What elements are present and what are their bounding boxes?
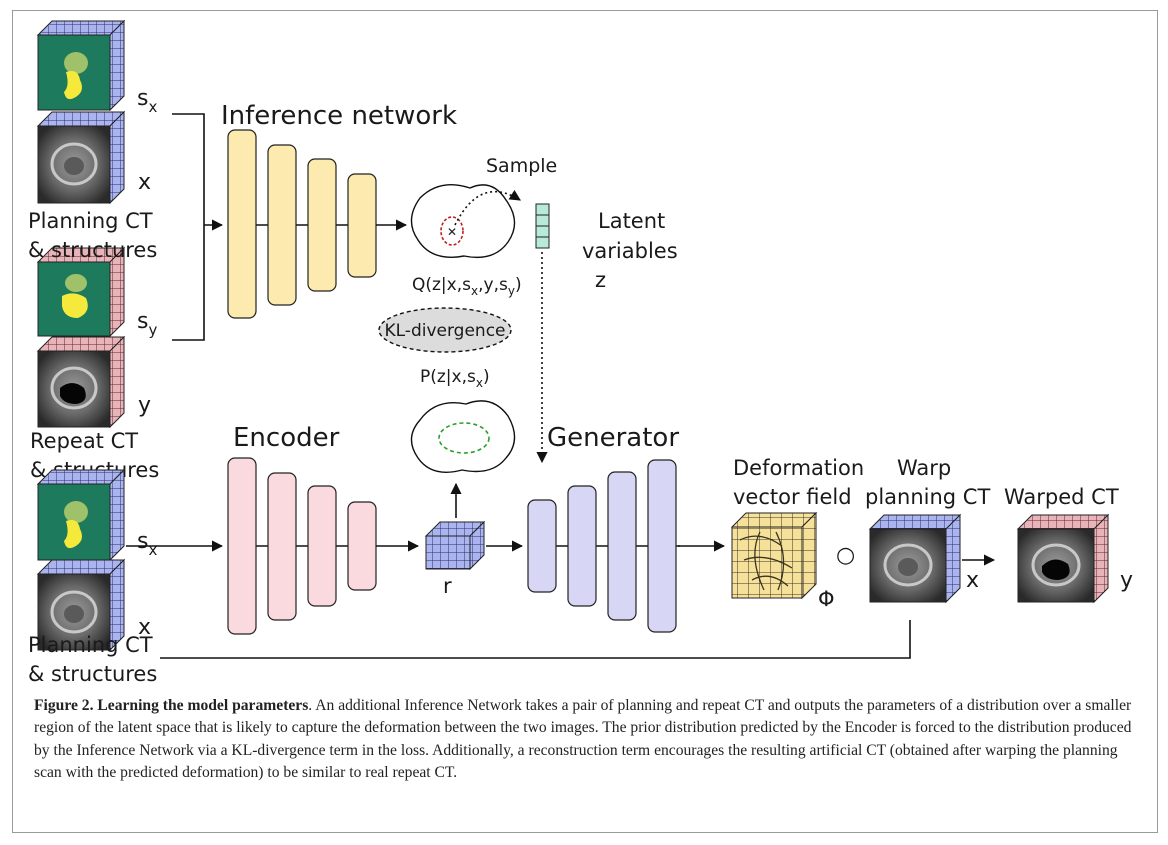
planning-ct-skip-connection (160, 620, 911, 659)
label-latent-2: variables (582, 239, 678, 263)
label-planning-ct-2: Planning CT (28, 633, 153, 657)
p-region (438, 422, 490, 454)
label-warp-2: planning CT (865, 485, 990, 509)
generator-layer-4 (647, 459, 677, 633)
inference-layer-4 (347, 173, 377, 278)
sample-arrow (454, 189, 521, 226)
caption-body: . An additional Inference Network takes … (34, 697, 1132, 781)
encoder (227, 457, 377, 635)
q-sample-point: ✕ (447, 225, 457, 239)
encoder-layer-2 (267, 472, 297, 621)
q-distribution-blob (410, 184, 516, 259)
label-dvf-1: Deformation (733, 456, 864, 480)
generator (527, 459, 680, 633)
generator-layer-1 (527, 499, 557, 593)
warp-input-volume (868, 513, 962, 604)
architecture-diagram: sx x Planning CT & structures sy y Repea… (28, 19, 1133, 686)
encoder-title: Encoder (233, 423, 340, 453)
label-dvf-2: vector field (733, 485, 852, 509)
warped-ct-volume (1016, 513, 1110, 604)
encoder-layer-1 (227, 457, 257, 635)
r-cube (424, 520, 486, 571)
latent-vector (535, 203, 550, 249)
label-latent-1: Latent (598, 209, 665, 233)
label-sx-bottom: sx (137, 529, 157, 559)
label-latent-z: z (595, 268, 606, 292)
kl-divergence-node (378, 307, 512, 353)
input-sx-top-volume (36, 19, 126, 112)
generator-title: Generator (547, 423, 679, 453)
encoder-layer-4 (347, 501, 377, 591)
label-structures-3: & structures (28, 662, 157, 686)
input-sx-bottom-volume (36, 468, 126, 562)
label-p-distribution: P(z|x,sx) (420, 367, 490, 390)
generator-layer-2 (567, 485, 597, 607)
label-phi: Φ (818, 587, 835, 611)
label-planning-ct-1: Planning CT (28, 209, 153, 233)
generator-layer-3 (607, 471, 637, 621)
label-x-warp: x (966, 568, 979, 593)
label-y-top: y (138, 393, 151, 418)
label-r: r (443, 574, 452, 598)
p-distribution-blob (410, 400, 516, 473)
label-sample: Sample (486, 155, 557, 177)
label-sy: sy (137, 309, 157, 339)
input-sy-volume (36, 246, 126, 338)
q-sample-region (440, 216, 464, 246)
label-y-out: y (1120, 568, 1133, 593)
figure-frame (12, 10, 1158, 833)
label-warped-ct: Warped CT (1004, 485, 1119, 509)
label-x-top: x (138, 170, 151, 195)
label-warp-1: Warp (897, 456, 951, 480)
label-structures-1: & structures (28, 238, 157, 262)
inference-layer-2 (267, 144, 297, 306)
inference-network (227, 129, 377, 319)
label-x-bottom: x (138, 615, 151, 640)
inference-network-title: Inference network (221, 101, 457, 131)
input-x-top-volume (36, 110, 126, 205)
compose-symbol: ○ (836, 543, 855, 568)
input-y-volume (36, 335, 126, 429)
input-bracket (172, 113, 205, 341)
deformation-vector-field (730, 511, 818, 600)
encoder-layer-3 (307, 485, 337, 607)
label-q-distribution: Q(z|x,sx,y,sy) (412, 275, 522, 298)
label-sx-top: sx (137, 86, 157, 116)
figure-caption: Figure 2. Learning the model parameters.… (34, 695, 1139, 784)
inference-layer-1 (227, 129, 257, 319)
label-kl: KL-divergence (384, 321, 505, 341)
caption-title: Figure 2. Learning the model parameters (34, 697, 309, 714)
input-x-bottom-volume (36, 558, 126, 652)
inference-layer-3 (307, 158, 337, 292)
label-repeat-ct: Repeat CT (30, 429, 138, 453)
